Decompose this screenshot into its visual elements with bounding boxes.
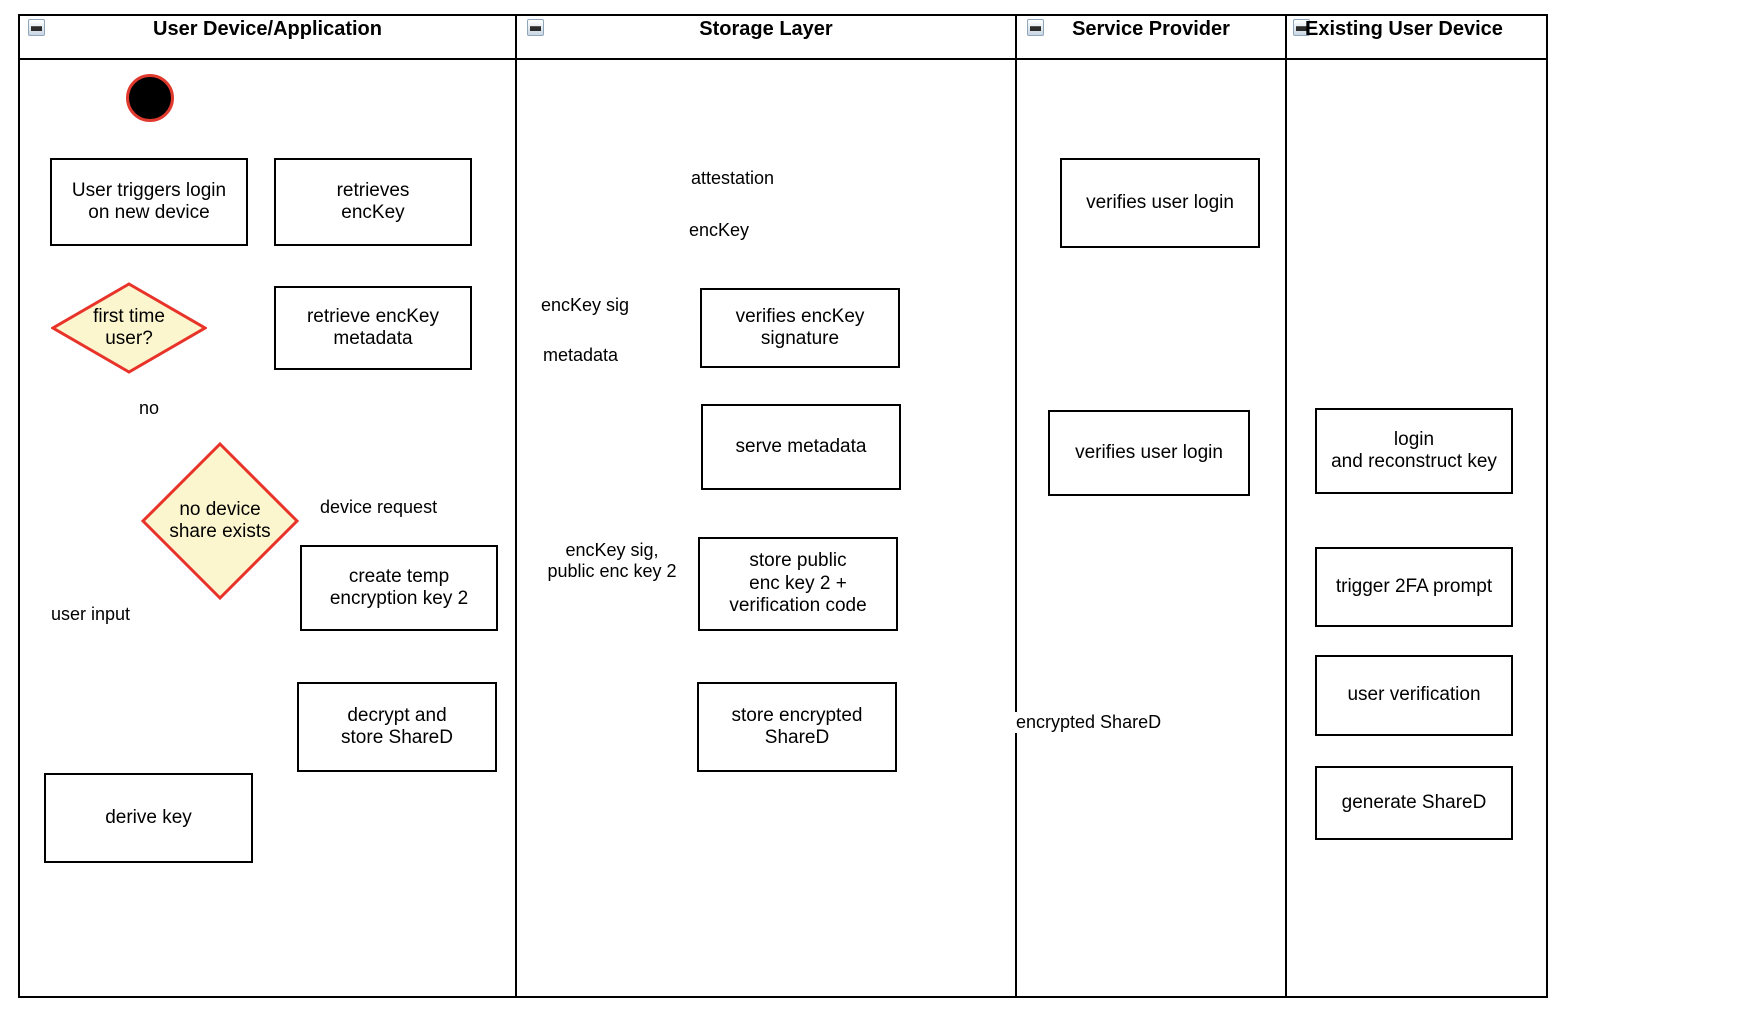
node-label-line: store public	[749, 550, 847, 572]
node-verifies-user-login-1[interactable]: verifies user login	[1060, 158, 1260, 248]
node-label-line: metadata	[333, 328, 413, 349]
edge-label-enckey: encKey	[686, 220, 753, 241]
edge-label-line: public enc key 2	[547, 560, 677, 581]
node-label-line: generate ShareD	[1341, 791, 1487, 813]
edge-label-attestation: attestation	[688, 168, 778, 189]
node-label-line: verification code	[729, 595, 867, 617]
node-retrieve-enckey-metadata[interactable]: retrieve encKey metadata	[274, 286, 472, 370]
node-create-temp-encryption-key[interactable]: create temp encryption key 2	[300, 545, 498, 631]
node-store-encrypted-shared[interactable]: store encrypted ShareD	[697, 682, 897, 772]
node-label-line: retrieve encKey	[306, 305, 439, 327]
swimlane-header-rule	[20, 58, 1546, 60]
node-label-line: store ShareD	[341, 727, 453, 748]
node-label-line: derive key	[105, 806, 192, 828]
lane-divider-2	[1015, 14, 1017, 998]
node-label-line: verifies user login	[1075, 441, 1223, 463]
edge-label-enckey-sig: encKey sig	[538, 295, 633, 316]
lane-title-existing-device: Existing User Device	[1305, 18, 1503, 40]
edge-label-line: encKey sig,	[565, 540, 659, 560]
node-retrieves-enckey[interactable]: retrieves encKey	[274, 158, 472, 246]
node-generate-shared[interactable]: generate ShareD	[1315, 766, 1513, 840]
lane-title-user-device: User Device/Application	[153, 18, 382, 40]
node-login-and-reconstruct-key[interactable]: login and reconstruct key	[1315, 408, 1513, 494]
node-label-line: serve metadata	[735, 435, 867, 457]
node-label-line: User triggers login	[71, 179, 227, 201]
collapse-minus-icon-lane4[interactable]	[1293, 19, 1310, 36]
collapse-minus-icon-lane2[interactable]	[527, 19, 544, 36]
decision-no-device-share[interactable]	[141, 442, 299, 600]
node-user-verification[interactable]: user verification	[1315, 655, 1513, 736]
node-label-line: verifies user login	[1086, 191, 1234, 213]
collapse-minus-icon-lane1[interactable]	[28, 19, 45, 36]
node-verifies-enckey-signature[interactable]: verifies encKey signature	[700, 288, 900, 368]
lane-divider-3	[1285, 14, 1287, 998]
node-derive-key[interactable]: derive key	[44, 773, 253, 863]
edge-label-no: no	[136, 398, 163, 419]
node-label-line: signature	[760, 328, 840, 349]
node-label-line: ShareD	[764, 727, 830, 748]
collapse-minus-icon-lane3[interactable]	[1027, 19, 1044, 36]
node-trigger-2fa-prompt[interactable]: trigger 2FA prompt	[1315, 547, 1513, 627]
node-label-line: trigger 2FA prompt	[1335, 575, 1493, 597]
node-decrypt-and-store-shared[interactable]: decrypt and store ShareD	[297, 682, 497, 772]
node-verifies-user-login-2[interactable]: verifies user login	[1048, 410, 1250, 496]
node-label-line: encKey	[341, 202, 405, 223]
node-label-line: encryption key 2	[329, 588, 469, 609]
node-label-line: and reconstruct key	[1331, 451, 1497, 472]
edge-label-encrypted-shared: encrypted ShareD	[1013, 712, 1165, 733]
lane-title-storage-layer: Storage Layer	[699, 18, 833, 40]
node-label-line: verifies encKey	[735, 305, 865, 327]
node-label-line: create temp	[348, 565, 450, 587]
node-store-public-enc-key[interactable]: store public enc key 2 + verification co…	[698, 537, 898, 631]
edge-label-metadata: metadata	[540, 345, 622, 366]
node-label-line: store encrypted	[731, 704, 863, 726]
node-label-line: retrieves	[336, 179, 410, 201]
edge-label-enckey-sig-public-key: encKey sig, public enc key 2	[528, 540, 696, 582]
node-user-triggers-login[interactable]: User triggers login on new device	[50, 158, 248, 246]
initial-node	[126, 74, 174, 122]
node-label-line: decrypt and	[347, 704, 447, 726]
lane-divider-1	[515, 14, 517, 998]
edge-label-user-input: user input	[48, 604, 134, 625]
node-serve-metadata[interactable]: serve metadata	[701, 404, 901, 490]
lane-title-service-provider: Service Provider	[1072, 18, 1230, 40]
node-label-line: login	[1393, 428, 1435, 450]
node-label-line: on new device	[88, 202, 210, 223]
decision-first-time-user[interactable]	[51, 282, 207, 374]
node-label-line: enc key 2 +	[749, 572, 847, 594]
edge-label-device-request: device request	[317, 497, 441, 518]
node-label-line: user verification	[1347, 684, 1481, 706]
